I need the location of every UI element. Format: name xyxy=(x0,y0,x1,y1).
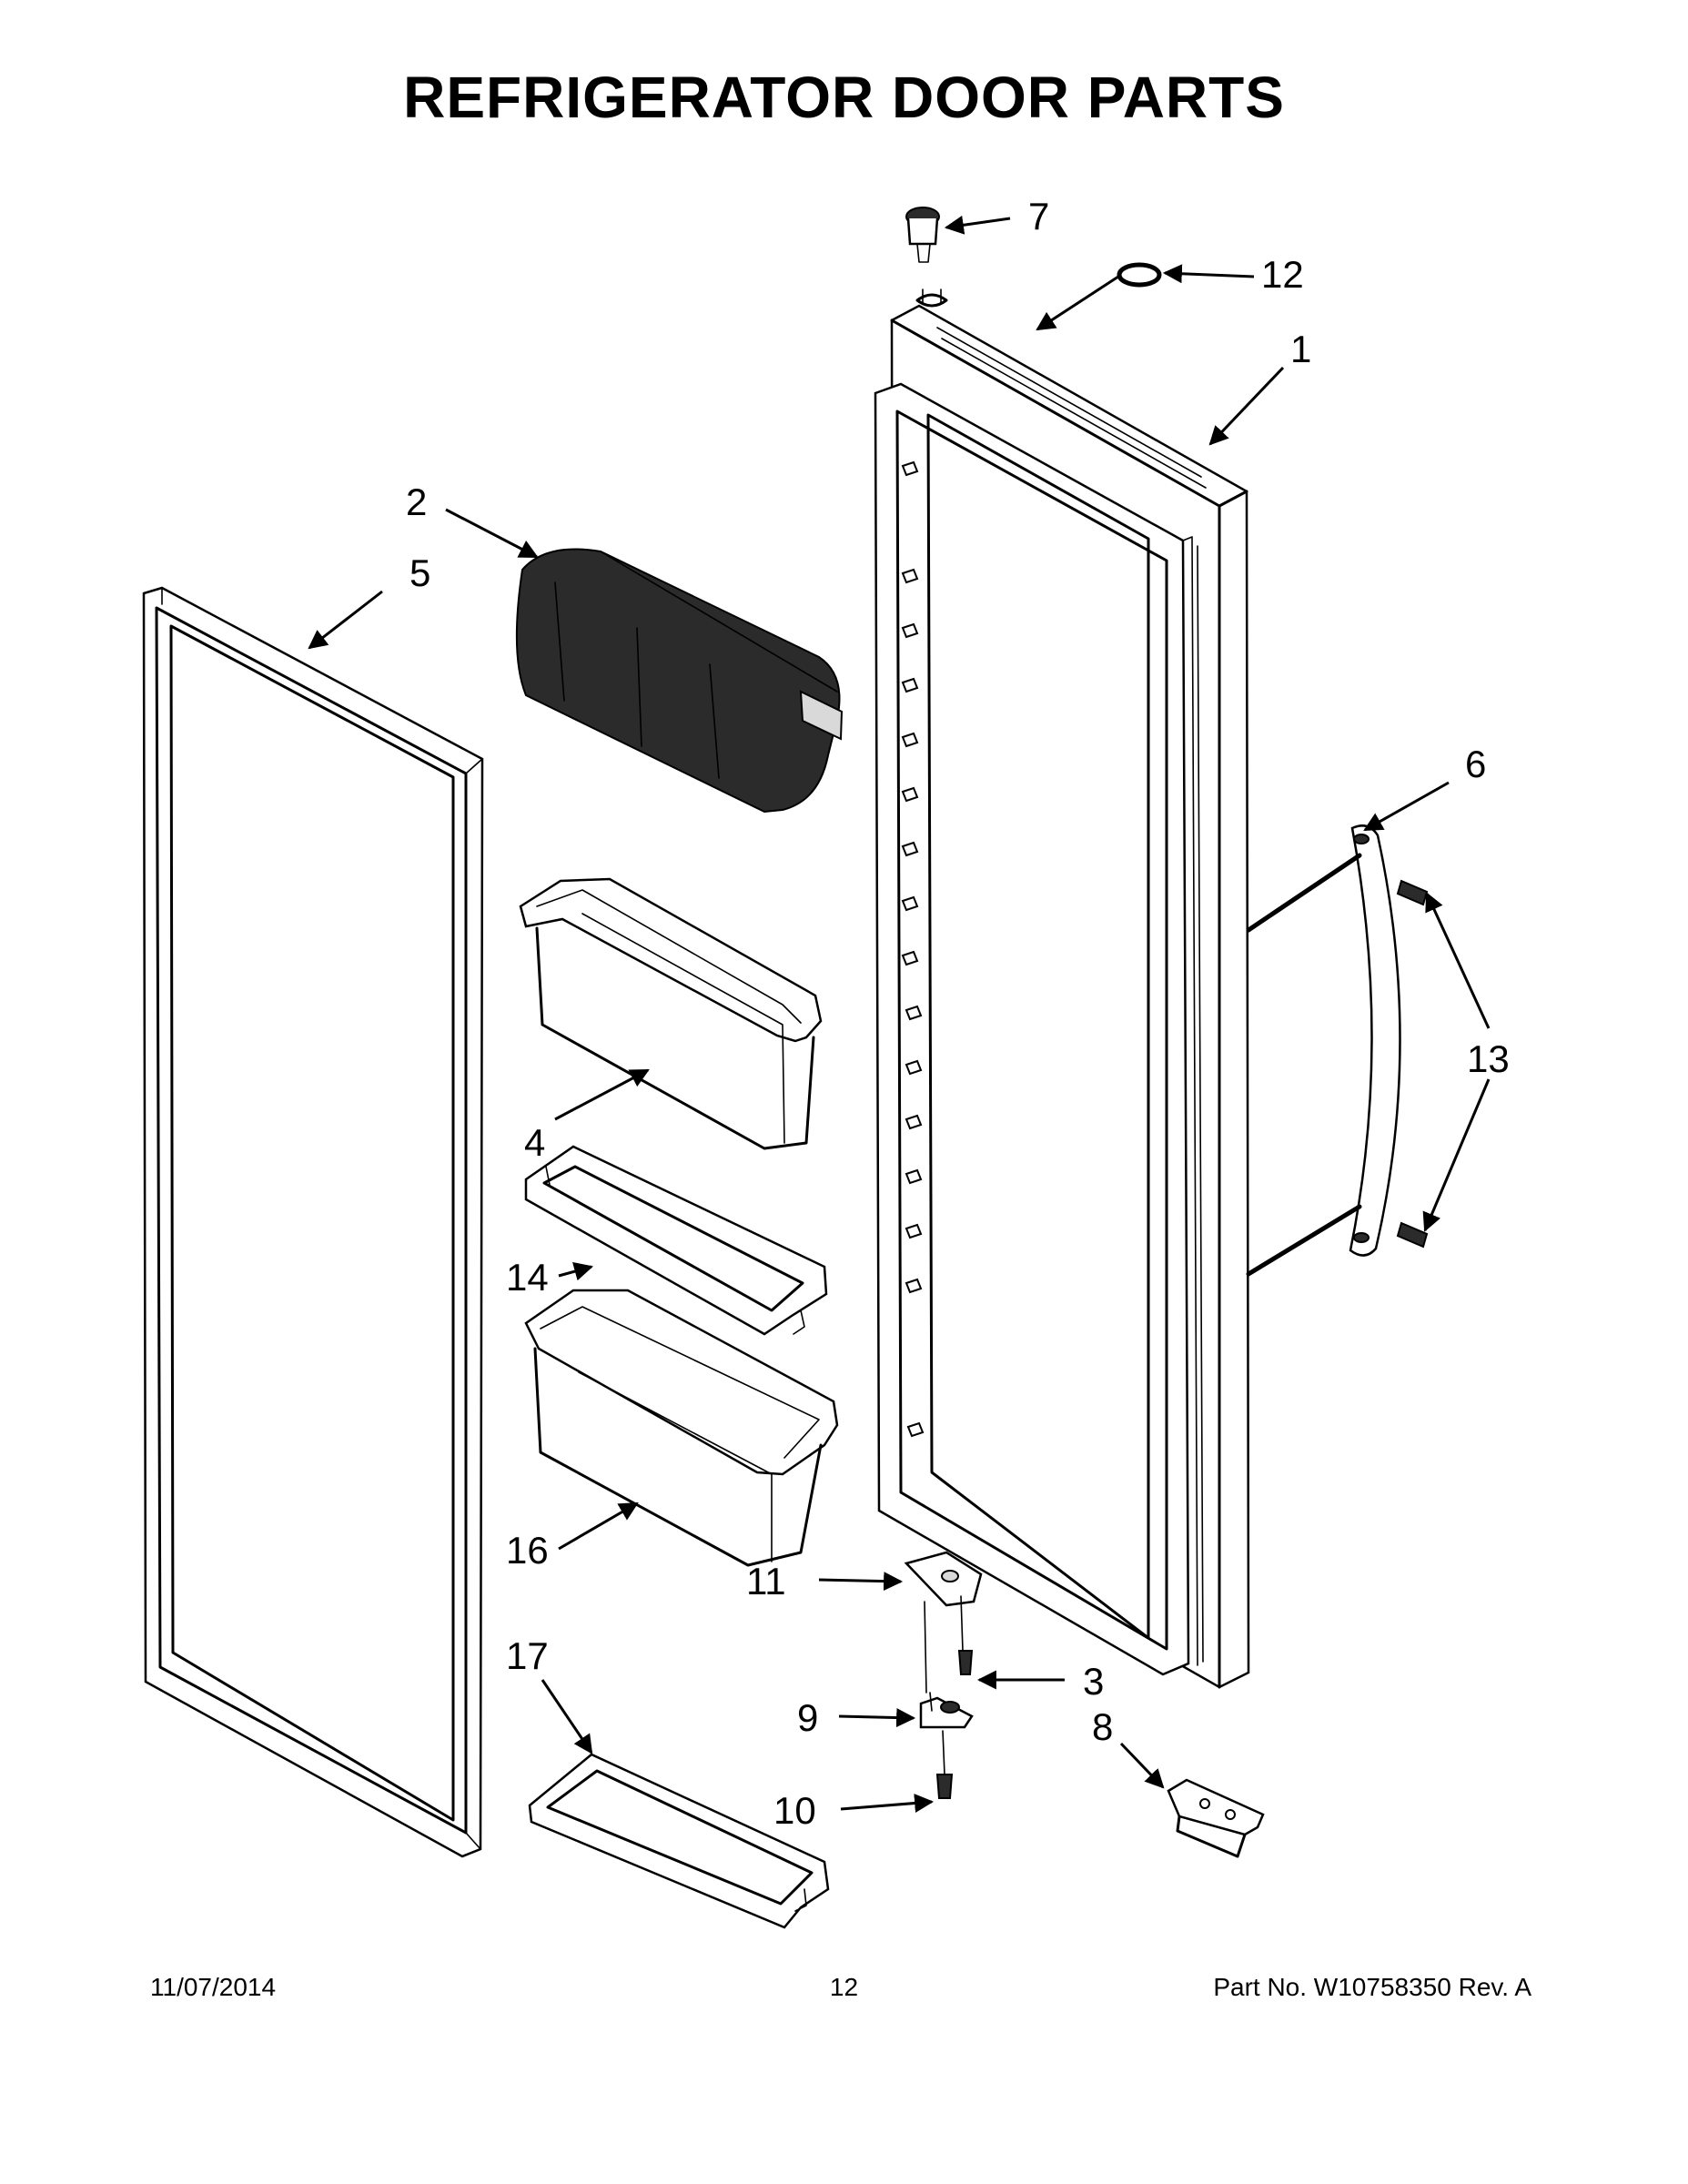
door-tray-part xyxy=(528,1753,830,1929)
callout-1: 1 xyxy=(1290,328,1311,370)
handle-screw-part xyxy=(1396,879,1429,1249)
door-handle-part xyxy=(1246,824,1401,1277)
callout-10: 10 xyxy=(773,1789,816,1832)
door-plug-part xyxy=(905,207,940,263)
page-title: REFRIGERATOR DOOR PARTS xyxy=(403,65,1285,130)
refrigerator-door-part xyxy=(874,288,1250,1689)
callout-16: 14 xyxy=(506,1256,549,1299)
lower-door-bin-part xyxy=(524,1289,839,1567)
callout-7: 7 xyxy=(1028,195,1049,238)
footer-part-number: Part No. W10758350 Rev. A xyxy=(1213,1973,1531,2001)
callout-11: 11 xyxy=(746,1560,786,1603)
door-gasket-part xyxy=(142,586,484,1858)
callout-3: 3 xyxy=(1083,1660,1104,1703)
upper-door-bin-part xyxy=(519,877,823,1150)
leader-lines xyxy=(308,215,1491,1813)
hinge-hardware-group xyxy=(904,1551,983,1799)
callout-13: 13 xyxy=(1467,1037,1510,1080)
callout-5: 5 xyxy=(409,551,430,594)
callout-12: 12 xyxy=(1261,253,1304,296)
hinge-cover-part xyxy=(1167,1778,1265,1858)
callout-4: 4 xyxy=(524,1121,545,1164)
callout-17: 17 xyxy=(506,1634,549,1677)
callout-9: 9 xyxy=(797,1696,818,1739)
callout-8: 8 xyxy=(1092,1705,1113,1748)
o-ring-part xyxy=(1117,262,1162,288)
callout-labels: 7 12 1 2 5 6 13 4 14 16 11 3 9 8 10 17 xyxy=(406,195,1510,1832)
dairy-door-part xyxy=(515,548,844,814)
footer-page-number: 12 xyxy=(829,1973,859,2001)
callout-2: 2 xyxy=(406,480,427,523)
bin-trim-part xyxy=(524,1145,828,1336)
callout-6: 6 xyxy=(1465,743,1486,785)
footer-date: 11/07/2014 xyxy=(150,1973,277,2001)
callout-14: 16 xyxy=(506,1529,549,1572)
